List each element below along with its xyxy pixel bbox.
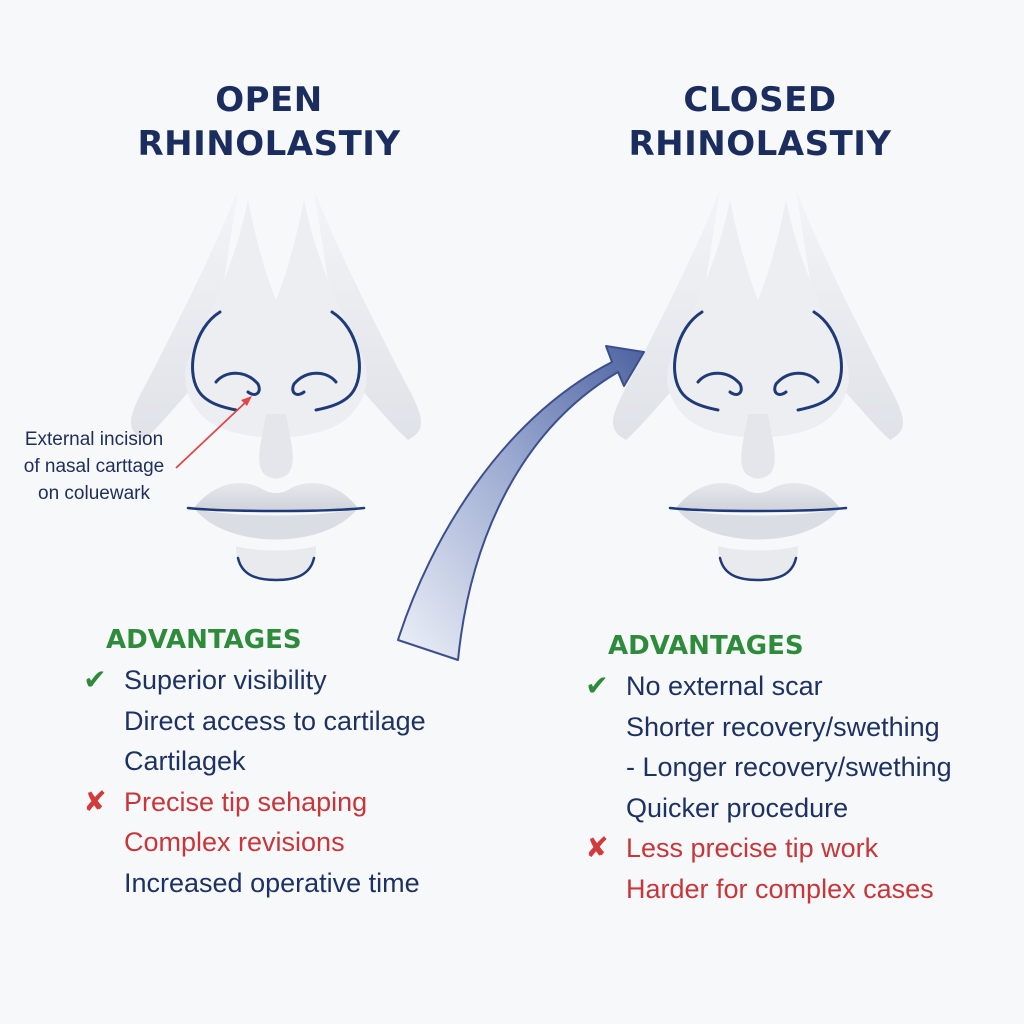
list-item-text: Harder for complex cases	[626, 873, 934, 904]
list-item: Shorter recovery/swething	[580, 707, 952, 748]
list-item-text: Direct access to cartilage	[124, 705, 426, 736]
list-item-text: Superior visibility	[124, 665, 327, 695]
list-item-text: No external scar	[626, 671, 823, 701]
closed-advantages-heading: ADVANTAGES	[608, 631, 804, 661]
closed-nose-illustration	[611, 188, 905, 582]
callout-line: on coluewark	[38, 483, 150, 504]
list-item: ✘ Precise tip sehaping	[78, 782, 426, 823]
closed-title-line2: RHINOLASTIY	[628, 124, 892, 164]
incision-callout-label: External incision of nasal carttage on c…	[8, 426, 180, 507]
open-rhinoplasty-title: OPEN RHINOLASTIY	[59, 78, 479, 166]
list-item: Harder for complex cases	[580, 869, 952, 910]
list-item-text: Less precise tip work	[626, 833, 879, 863]
list-item-text: - Longer recovery/swething	[626, 752, 952, 782]
transition-arrow	[397, 345, 645, 661]
closed-title-line1: CLOSED	[683, 80, 837, 120]
list-item-text: Quicker procedure	[626, 792, 849, 823]
cross-icon: ✘	[585, 831, 609, 864]
check-icon: ✔	[585, 669, 609, 702]
list-item: Complex revisions	[78, 822, 426, 863]
list-item: Quicker procedure	[580, 788, 952, 829]
list-item: - Longer recovery/swething	[580, 747, 952, 788]
open-advantages-heading: ADVANTAGES	[106, 625, 302, 655]
list-item: Cartilagek	[78, 741, 426, 782]
list-item-text: Complex revisions	[124, 827, 345, 857]
list-item-text: Cartilagek	[124, 746, 246, 776]
callout-line: of nasal carttage	[23, 456, 165, 477]
list-item-text: Shorter recovery/swething	[626, 711, 940, 742]
cross-icon: ✘	[83, 784, 107, 818]
list-item: ✔ No external scar	[580, 666, 952, 707]
list-item: Direct access to cartilage	[78, 701, 426, 742]
check-icon: ✔	[83, 663, 107, 696]
open-title-line2: RHINOLASTIY	[137, 124, 401, 164]
open-title-line1: OPEN	[215, 80, 323, 120]
list-item-text: Precise tip sehaping	[124, 786, 368, 817]
open-nose-illustration	[129, 188, 423, 582]
list-item: ✘ Less precise tip work	[580, 828, 952, 869]
list-item: ✔ Superior visibility	[78, 660, 426, 701]
list-item: Increased operative time	[78, 863, 426, 904]
callout-arrow	[175, 396, 252, 469]
closed-rhinoplasty-title: CLOSED RHINOLASTIY	[550, 78, 970, 166]
list-item-text: Increased operative time	[124, 867, 420, 898]
callout-line: External incision	[24, 429, 164, 450]
